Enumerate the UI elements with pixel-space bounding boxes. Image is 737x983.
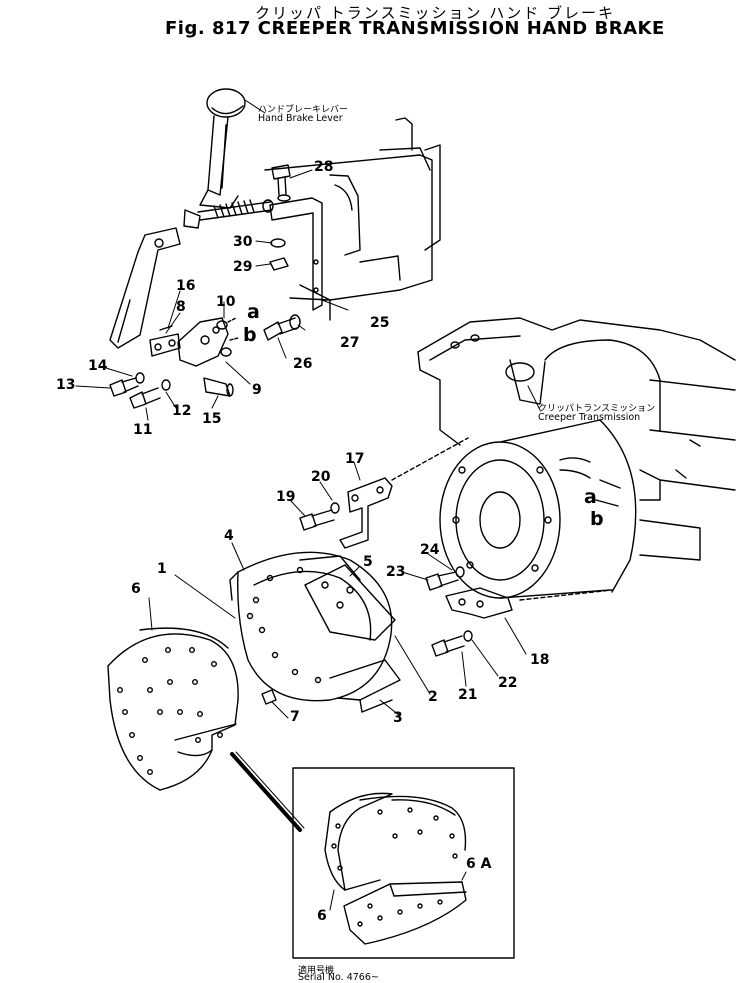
part-number-19: 19 (276, 489, 296, 505)
creeper-transmission-label-en: Creeper Transmission (538, 412, 641, 423)
hand-brake-lever (109, 88, 274, 349)
part-number-27: 27 (340, 335, 360, 351)
part-number-7: 7 (290, 709, 300, 725)
transmission-housing-upper (264, 117, 441, 321)
part-number-12: 12 (172, 403, 192, 419)
part-number-24: 24 (420, 542, 440, 558)
reference-letter-b-left: b (243, 324, 257, 346)
hand-brake-lever-label-jp: ハンドブレーキレバー (258, 105, 349, 115)
hand-brake-lever-label-en: Hand Brake Lever (258, 113, 343, 124)
part-number-2: 2 (428, 689, 438, 705)
serial-label-jp: 適用号機 (298, 966, 335, 976)
part-number-26: 26 (293, 356, 313, 372)
part-number-3: 3 (393, 710, 403, 726)
brake-band-assembly (229, 551, 401, 713)
part-number-17: 17 (345, 451, 365, 467)
bracket-17 (339, 477, 393, 549)
creeper-transmission (417, 317, 736, 599)
part-number-6-inset: 6 (317, 908, 327, 924)
part-number-18: 18 (530, 652, 550, 668)
title-japanese: クリッパ トランスミッション ハンド ブレーキ (255, 4, 616, 22)
creeper-transmission-label-jp: クリッパトランスミッション (538, 404, 656, 414)
part-number-23: 23 (386, 564, 406, 580)
part-number-20: 20 (311, 469, 331, 485)
brake-lining-6 (107, 627, 239, 791)
part-number-14: 14 (88, 358, 108, 374)
part-number-10: 10 (216, 294, 236, 310)
part-number-21: 21 (458, 687, 478, 703)
inset-box (292, 767, 515, 959)
part-number-1: 1 (157, 561, 167, 577)
bracket-25 (269, 197, 323, 311)
part-number-13: 13 (56, 377, 76, 393)
part-number-15: 15 (202, 411, 222, 427)
serial-label-en: Serial No. 4766~ (298, 972, 379, 983)
part-number-6: 6 (131, 581, 141, 597)
inset-brake-lining (324, 792, 467, 945)
part-number-16: 16 (176, 278, 196, 294)
part-number-9: 9 (252, 382, 262, 398)
part-number-30: 30 (233, 234, 253, 250)
part-number-5: 5 (363, 554, 373, 570)
linkage-parts (109, 317, 239, 409)
reference-letter-a-right: a (584, 486, 597, 508)
part-number-25: 25 (370, 315, 390, 331)
title-english: Fig. 817 CREEPER TRANSMISSION HAND BRAKE (165, 18, 665, 39)
part-number-22: 22 (498, 675, 518, 691)
leader-lines (75, 99, 541, 911)
part-number-4: 4 (224, 528, 234, 544)
part-number-6a-inset: 6 A (466, 856, 492, 872)
bracket-18 (445, 587, 513, 619)
part-number-28: 28 (314, 159, 334, 175)
reference-letter-b-right: b (590, 508, 604, 530)
part-number-11: 11 (133, 422, 153, 438)
reference-letter-a-left: a (247, 301, 260, 323)
part-number-8: 8 (176, 299, 186, 315)
part-number-29: 29 (233, 259, 253, 275)
